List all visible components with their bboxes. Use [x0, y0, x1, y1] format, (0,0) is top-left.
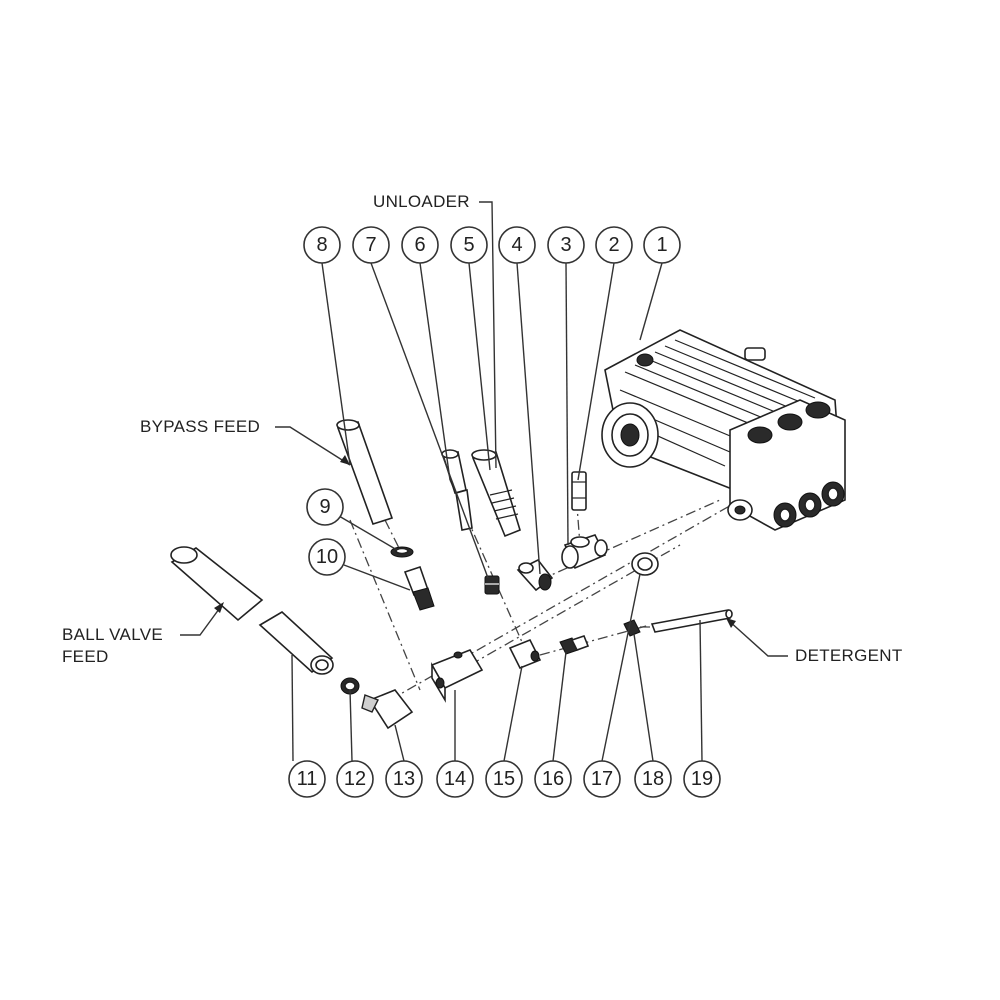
- balloon-1: 1: [643, 226, 681, 264]
- svg-text:19: 19: [691, 768, 713, 790]
- svg-text:18: 18: [642, 768, 664, 790]
- part-4-elbow: [516, 558, 554, 592]
- svg-text:6: 6: [414, 234, 425, 256]
- callout-ball-valve-feed-line2: FEED: [62, 647, 109, 666]
- svg-text:12: 12: [344, 768, 366, 790]
- svg-text:2: 2: [608, 234, 619, 256]
- part-10-hose-barb: [403, 565, 435, 611]
- pump-assembly: [601, 329, 846, 531]
- part-13-elbow: [361, 689, 414, 730]
- svg-text:16: 16: [542, 768, 564, 790]
- part-15-block: [508, 638, 542, 670]
- balloon-5: 5: [450, 226, 488, 264]
- balloon-15: 15: [485, 760, 523, 798]
- balloon-8: 8: [303, 226, 341, 264]
- svg-text:10: 10: [316, 546, 338, 568]
- balloon-10: 10: [308, 538, 346, 576]
- part-3-tee: [561, 534, 608, 570]
- balloon-16: 16: [534, 760, 572, 798]
- svg-text:4: 4: [511, 234, 522, 256]
- svg-text:3: 3: [560, 234, 571, 256]
- balloon-leaders: [291, 262, 703, 762]
- balloon-11: 11: [288, 760, 326, 798]
- part-18-fitting: [623, 619, 641, 637]
- balloon-6: 6: [401, 226, 439, 264]
- svg-text:8: 8: [316, 234, 327, 256]
- svg-text:14: 14: [444, 768, 466, 790]
- balloon-19: 19: [683, 760, 721, 798]
- svg-text:13: 13: [393, 768, 415, 790]
- balloon-13: 13: [385, 760, 423, 798]
- balloon-14: 14: [436, 760, 474, 798]
- svg-text:1: 1: [656, 234, 667, 256]
- part-14-manifold-block: [430, 649, 484, 703]
- svg-text:15: 15: [493, 768, 515, 790]
- part-11-hose: [170, 546, 334, 675]
- callout-bypass-feed: BYPASS FEED: [140, 417, 260, 436]
- balloon-17: 17: [583, 760, 621, 798]
- part-8-bypass-hose: [336, 419, 394, 525]
- balloon-7: 7: [352, 226, 390, 264]
- part-17-nut: [631, 552, 659, 576]
- svg-text:11: 11: [297, 768, 318, 790]
- svg-text:9: 9: [319, 496, 330, 518]
- svg-text:17: 17: [591, 768, 613, 790]
- callout-detergent: DETERGENT: [795, 646, 903, 665]
- balloon-3: 3: [547, 226, 585, 264]
- balloon-18: 18: [634, 760, 672, 798]
- svg-text:5: 5: [463, 234, 474, 256]
- part-6-fitting: [441, 449, 473, 531]
- callout-ball-valve-feed-line1: BALL VALVE: [62, 625, 163, 644]
- part-2-nipple: [571, 471, 587, 511]
- part-19-detergent-tube: [650, 609, 733, 633]
- balloon-9: 9: [306, 488, 344, 526]
- balloon-4: 4: [498, 226, 536, 264]
- svg-text:7: 7: [365, 234, 376, 256]
- part-16-barb-fitting: [559, 635, 590, 655]
- balloon-12: 12: [336, 760, 374, 798]
- callout-unloader: UNLOADER: [373, 192, 470, 211]
- part-12-clamp: [340, 677, 360, 695]
- part-7-fitting: [484, 575, 500, 595]
- balloon-2: 2: [595, 226, 633, 264]
